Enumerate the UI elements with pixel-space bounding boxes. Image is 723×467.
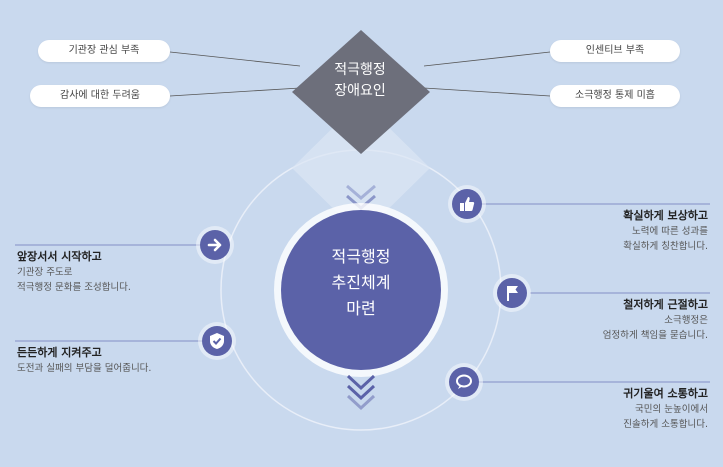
barrier-title: 적극행정 장애요인 [300, 60, 420, 102]
flag-icon [497, 278, 527, 308]
item-desc: 소극행정은 [664, 315, 708, 326]
item-desc: 노력에 따른 성과를 [632, 226, 708, 237]
shield-check-icon [202, 326, 232, 356]
item-title: 확실하게 보상하고 [623, 209, 708, 222]
arrow-right-icon [200, 230, 230, 260]
barrier-pill-left-1: 기관장 관심 부족 [38, 40, 170, 62]
item-desc: 적극행정 문화를 조성합니다. [17, 282, 131, 293]
barrier-title-line: 적극행정 [334, 62, 386, 78]
chevron-down-icon [346, 374, 376, 411]
item-desc: 확실하게 칭찬합니다. [623, 241, 708, 252]
chat-bubble-icon [449, 367, 479, 397]
connector-line [169, 51, 301, 67]
item-lead: 앞장서서 시작하고 기관장 주도로 적극행정 문화를 조성합니다. [17, 249, 207, 295]
barrier-diamond [292, 30, 430, 154]
item-title: 철저하게 근절하고 [623, 298, 708, 311]
item-desc: 엄정하게 책임을 묻습니다. [602, 330, 708, 341]
item-desc: 기관장 주도로 [17, 267, 73, 278]
connector-line [423, 87, 551, 97]
item-desc: 국민의 눈높이에서 [635, 404, 708, 415]
diamond-shadow [292, 100, 430, 236]
item-title: 든든하게 지켜주고 [17, 346, 102, 359]
item-eradicate: 철저하게 근절하고 소극행정은 엄정하게 책임을 묻습니다. [520, 297, 708, 343]
item-title: 앞장서서 시작하고 [17, 250, 102, 263]
item-desc: 진솔하게 소통합니다. [623, 419, 708, 430]
center-title-line: 마련 [346, 299, 376, 318]
barrier-pill-left-2: 감사에 대한 두려움 [30, 85, 170, 107]
item-reward: 확실하게 보상하고 노력에 따른 성과를 확실하게 칭찬합니다. [520, 208, 708, 254]
barrier-pill-right-2: 소극행정 통제 미흡 [550, 85, 680, 107]
center-title: 적극행정 추진체계 마련 [291, 244, 431, 322]
item-communicate: 귀기울여 소통하고 국민의 눈높이에서 진솔하게 소통합니다. [520, 386, 708, 432]
item-desc: 도전과 실패의 부담을 덜어줍니다. [17, 363, 152, 374]
item-title: 귀기울여 소통하고 [623, 387, 708, 400]
connector-line [169, 87, 301, 97]
center-title-line: 추진체계 [331, 273, 391, 292]
connector-line [423, 51, 551, 67]
barrier-pill-right-1: 인센티브 부족 [550, 40, 680, 62]
item-protect: 든든하게 지켜주고 도전과 실패의 부담을 덜어줍니다. [17, 345, 207, 376]
barrier-title-line: 장애요인 [334, 83, 386, 99]
thumbs-up-icon [452, 189, 482, 219]
center-title-line: 적극행정 [331, 247, 391, 266]
center-circle [281, 210, 441, 370]
